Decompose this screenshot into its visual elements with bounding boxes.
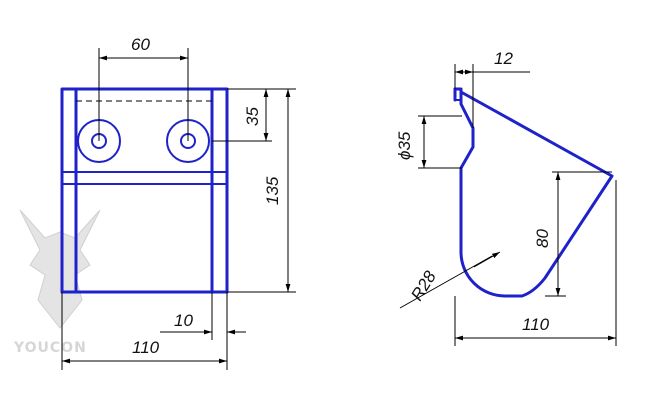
front-view-outline	[60, 87, 229, 294]
dim-110-side-label: 110	[522, 315, 550, 334]
dim-r28-leader	[399, 255, 493, 309]
watermark-logo: YOUCON	[13, 209, 101, 356]
side-view: 12 ϕ35 80 R28 110	[395, 49, 617, 346]
dim-35-label: 35	[243, 107, 262, 126]
dim-110-front-label: 110	[132, 338, 160, 357]
side-view-outline	[453, 87, 614, 298]
wolf-head-icon	[19, 209, 101, 329]
dim-80-label: 80	[533, 229, 552, 248]
dim-12-label: 12	[494, 49, 513, 68]
dim-10-label: 10	[174, 311, 193, 330]
dim-r28-label: R28	[407, 267, 440, 304]
dim-135-label: 135	[263, 176, 282, 205]
front-base-plate	[61, 171, 228, 185]
dim-r28-arrow	[473, 251, 501, 268]
dim-dia-label: ϕ35	[395, 131, 414, 160]
dim-60-label: 60	[131, 35, 150, 54]
front-view: 60 35 135 10 110	[60, 35, 296, 370]
watermark-brand: YOUCON	[13, 340, 87, 356]
